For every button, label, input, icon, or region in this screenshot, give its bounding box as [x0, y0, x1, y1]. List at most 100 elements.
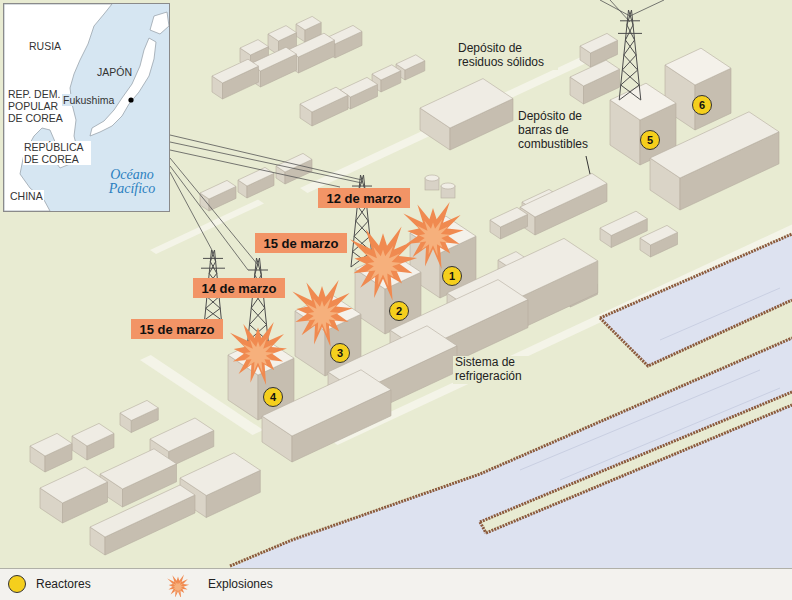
reactor-marker: 4 — [263, 387, 283, 407]
tower-strut — [210, 250, 214, 262]
building-roof — [238, 167, 274, 186]
reactor-number: 2 — [396, 306, 402, 317]
legend-text: Reactores — [36, 577, 91, 591]
breakwater — [480, 392, 792, 533]
explosion-symbol — [350, 227, 417, 301]
tank — [425, 175, 439, 190]
tower-strut — [618, 33, 642, 34]
building-roof — [40, 467, 108, 503]
legend-rule — [0, 568, 792, 569]
tower-strut — [210, 262, 216, 274]
date-label: 12 de marzo — [326, 191, 401, 206]
explosion-inner — [306, 297, 339, 334]
road — [300, 49, 605, 193]
building — [90, 485, 195, 555]
building — [262, 370, 391, 462]
building — [650, 112, 779, 210]
tower-strut — [627, 25, 635, 40]
reactor-marker: 1 — [442, 266, 462, 286]
building-roof — [580, 33, 618, 53]
place-name: REP. DEM. POPULAR DE COREA — [7, 88, 67, 124]
tower-strut — [624, 40, 635, 55]
power-line — [600, 0, 630, 16]
tank-top — [425, 175, 439, 181]
building — [30, 433, 72, 472]
building — [200, 180, 236, 211]
building-roof — [180, 453, 260, 496]
reactor-number: 3 — [337, 348, 343, 359]
building — [520, 173, 607, 235]
tower-strut — [354, 221, 368, 236]
power-tower — [618, 10, 642, 100]
city-dot — [128, 97, 133, 102]
power-line — [170, 172, 213, 252]
explosion-symbol — [167, 575, 189, 598]
explosion-outer — [230, 322, 287, 385]
legend-swatch — [156, 573, 200, 597]
explosion-inner — [417, 219, 450, 256]
tower-strut — [627, 10, 632, 25]
explosion-symbol — [292, 280, 352, 347]
explosion-outer — [292, 280, 352, 347]
explosion-outer — [350, 227, 417, 301]
building-roof — [570, 60, 620, 86]
place-name: CHINA — [9, 190, 44, 202]
building-roof — [520, 173, 607, 217]
building — [580, 33, 618, 67]
coastline — [230, 338, 792, 566]
tower-strut — [251, 308, 266, 325]
water-line — [660, 288, 780, 340]
legend-bar — [0, 568, 792, 600]
reactor-marker: 3 — [330, 343, 350, 363]
power-line — [170, 150, 340, 187]
power-line — [610, 0, 630, 22]
building — [238, 167, 274, 198]
building-roof — [262, 370, 391, 436]
power-line — [170, 158, 258, 265]
land-japan — [150, 12, 169, 34]
building-roof — [490, 207, 528, 227]
building-roof — [396, 55, 425, 70]
facility-label: Sistema de refrigeración — [453, 356, 535, 384]
building — [570, 60, 620, 104]
building-roof — [300, 87, 348, 112]
tower-strut — [621, 85, 641, 100]
tower-strut — [622, 70, 639, 85]
place-name: Fukushima — [62, 94, 115, 106]
tower-strut — [206, 297, 219, 309]
explosion-inner — [172, 581, 184, 594]
tower-strut — [250, 308, 265, 325]
building-roof — [200, 180, 236, 199]
building-roof — [30, 433, 72, 456]
place-name: JAPÓN — [96, 66, 133, 78]
building-roof — [296, 16, 321, 30]
tower-strut — [255, 258, 260, 275]
power-line — [630, 0, 664, 16]
coastline — [480, 522, 486, 533]
building-roof — [240, 40, 269, 55]
leader-line — [586, 156, 590, 174]
tower-strut — [207, 297, 220, 309]
tower-strut — [621, 70, 638, 85]
land-japan — [90, 38, 156, 136]
date-label: 15 de marzo — [263, 236, 338, 251]
place-name: REPÚBLICA DE COREA — [23, 141, 91, 165]
coastline — [600, 300, 792, 366]
date-tag: 12 de marzo — [318, 188, 410, 208]
tower-strut — [248, 270, 268, 271]
building — [120, 400, 158, 432]
building-roof — [268, 26, 297, 41]
building — [490, 207, 528, 239]
tower-strut — [203, 258, 223, 259]
coastline — [600, 234, 792, 318]
building — [300, 87, 348, 126]
tower-strut — [620, 20, 640, 21]
explosion-inner — [365, 246, 402, 287]
date-label: 14 de marzo — [201, 281, 276, 296]
building-roof — [100, 449, 177, 489]
date-label: 15 de marzo — [139, 322, 214, 337]
building-roof — [212, 59, 259, 83]
date-tag: 15 de marzo — [131, 319, 223, 339]
building-roof — [72, 423, 114, 446]
building — [40, 467, 108, 523]
